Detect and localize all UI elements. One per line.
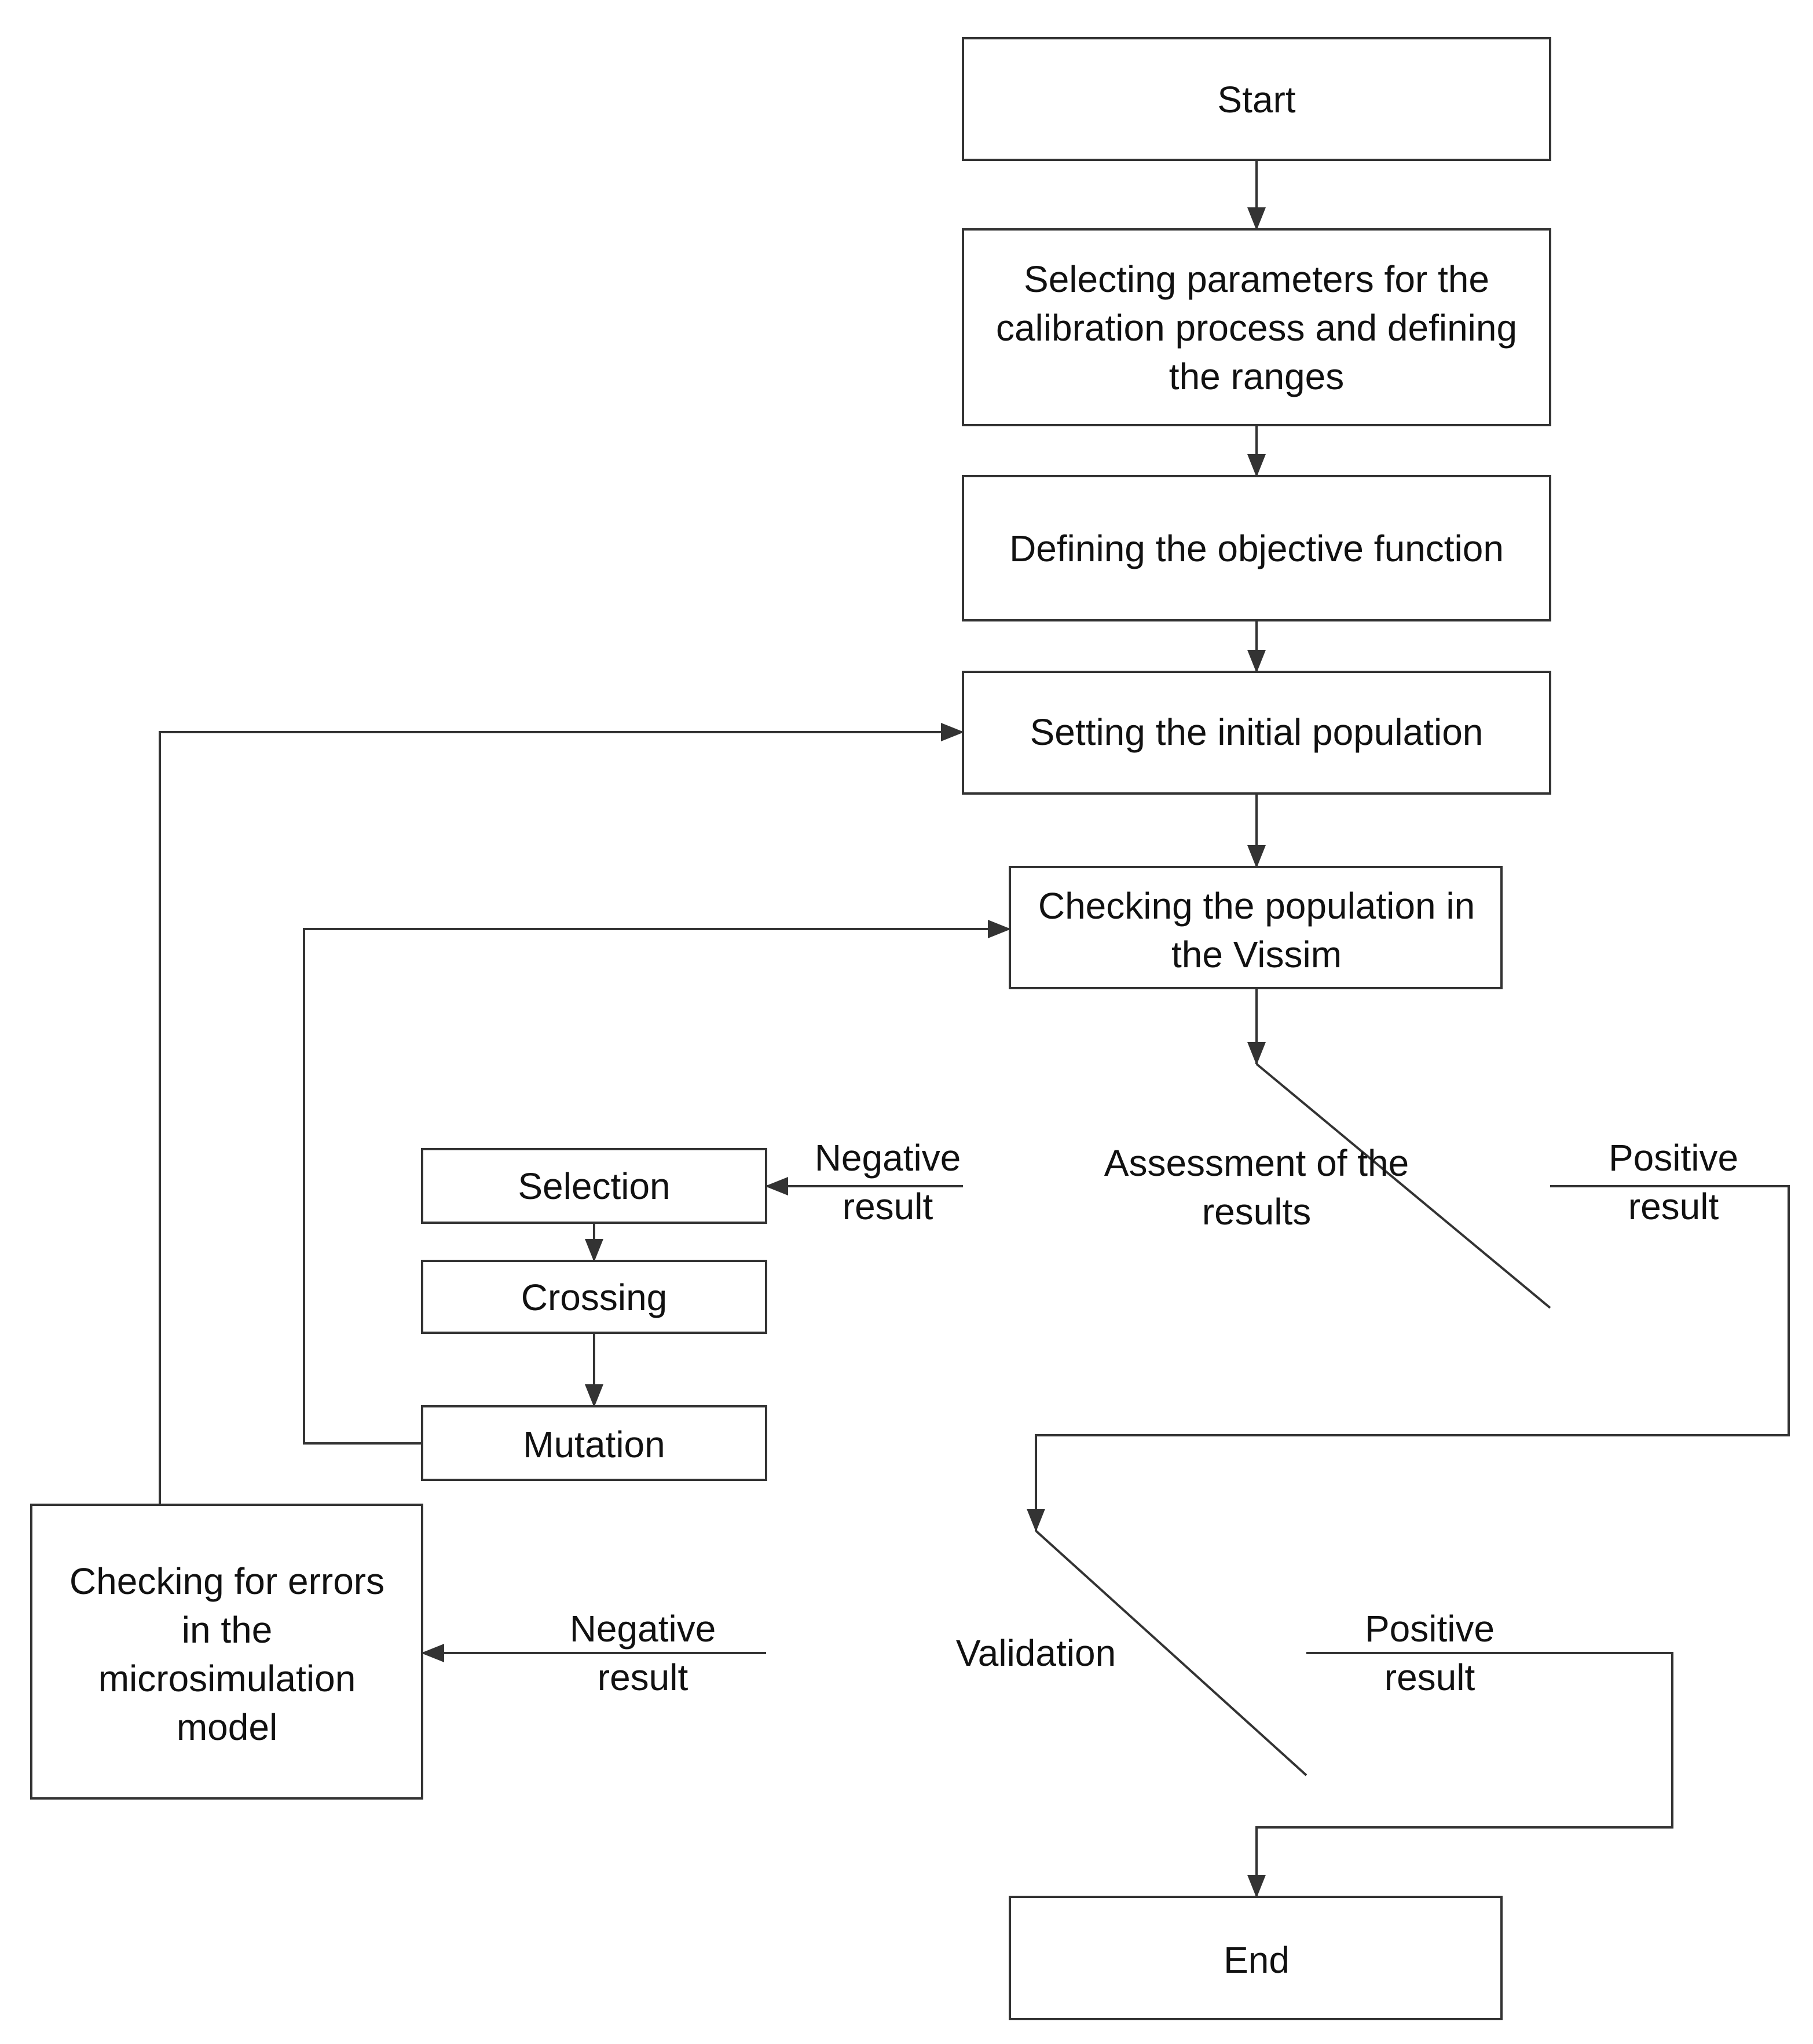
- selection-box: [421, 1148, 767, 1224]
- objective-box: [962, 475, 1551, 621]
- edge-label-validation-errors-line-1: Negative: [570, 1608, 716, 1650]
- select-params-box: [962, 228, 1551, 426]
- check-vissim-box: [1009, 866, 1503, 989]
- end-label-line-1: End: [1224, 1939, 1290, 1981]
- edge-label-validation-end-line-2: result: [1385, 1657, 1475, 1698]
- check-vissim-label-line-2: the Vissim: [1171, 934, 1342, 975]
- edge-label-assessment-selection-line-1: Negative: [815, 1137, 961, 1179]
- process-box-init-pop: Setting the initial population: [962, 671, 1551, 795]
- process-box-selection: Selection: [421, 1148, 767, 1224]
- selection-label-line-1: Selection: [518, 1165, 670, 1207]
- edge-label-validation-errors-line-2: result: [598, 1657, 688, 1698]
- start-label-line-1: Start: [1217, 79, 1295, 120]
- mutation-box: [421, 1405, 767, 1481]
- validation-label-line-1: Validation: [956, 1632, 1116, 1674]
- assessment-label-line-1: Assessment of the: [1104, 1142, 1409, 1184]
- check-errors-label-line-3: microsimulation: [98, 1658, 356, 1699]
- end-box: [1009, 1896, 1503, 2020]
- assessment-label-line-2: results: [1202, 1191, 1312, 1233]
- objective-label-line-1: Defining the objective function: [1009, 528, 1504, 569]
- process-box-objective: Defining the objective function: [962, 475, 1551, 621]
- select-params-label-line-1: Selecting parameters for the: [1024, 258, 1489, 300]
- connector-mutation-check: [303, 920, 1011, 1445]
- connector-assessment-validation: [1027, 1185, 1790, 1532]
- edge-label-validation-end-line-1: Positive: [1365, 1608, 1495, 1650]
- edge-label-layer: NegativeresultPositiveresultNegativeresu…: [570, 1137, 1738, 1698]
- connector-layer: [159, 160, 1790, 1898]
- edge-label-assessment-validation: Positive result: [1609, 1137, 1738, 1227]
- check-errors-box: [30, 1504, 423, 1800]
- process-box-crossing: Crossing: [421, 1260, 767, 1334]
- connector-errors-init: [159, 723, 964, 1505]
- crossing-label-line-1: Crossing: [521, 1277, 668, 1318]
- process-box-check-vissim: Checking the population in the Vissim: [1009, 866, 1503, 989]
- edge-label-validation-end: Positive result: [1365, 1608, 1495, 1698]
- process-box-mutation: Mutation: [421, 1405, 767, 1481]
- start-box: [962, 37, 1551, 161]
- check-vissim-label-line-1: Checking the population in: [1038, 885, 1475, 927]
- process-box-select-params: Selecting parameters for the calibration …: [962, 228, 1551, 426]
- decision-validation: Validation: [956, 1530, 1307, 1776]
- crossing-box: [421, 1260, 767, 1334]
- validation-diamond: [1035, 1530, 1307, 1776]
- edge-label-validation-errors: Negative result: [570, 1608, 716, 1698]
- edge-label-assessment-selection: Negative result: [815, 1137, 961, 1227]
- connector-validation-end: [1247, 1652, 1673, 1898]
- check-errors-label-line-1: Checking for errors: [69, 1560, 384, 1602]
- edge-label-assessment-selection-line-2: result: [843, 1186, 933, 1227]
- mutation-label-line-1: Mutation: [523, 1424, 665, 1465]
- assessment-diamond: [1255, 1063, 1551, 1309]
- init-pop-box: [962, 671, 1551, 795]
- process-box-check-errors: Checking for errors in the microsimulation…: [30, 1504, 423, 1800]
- check-errors-label-line-2: in the: [182, 1609, 273, 1651]
- decision-assessment: Assessment of the results: [1104, 1063, 1551, 1309]
- init-pop-label-line-1: Setting the initial population: [1030, 711, 1484, 753]
- select-params-label-line-2: calibration process and defining: [996, 307, 1517, 349]
- process-box-start: Start: [962, 37, 1551, 161]
- check-errors-label-line-4: model: [177, 1706, 277, 1748]
- edge-label-assessment-validation-line-1: Positive: [1609, 1137, 1738, 1179]
- edge-label-assessment-validation-line-2: result: [1628, 1186, 1719, 1227]
- select-params-label-line-3: the ranges: [1169, 356, 1344, 397]
- process-box-end: End: [1009, 1896, 1503, 2020]
